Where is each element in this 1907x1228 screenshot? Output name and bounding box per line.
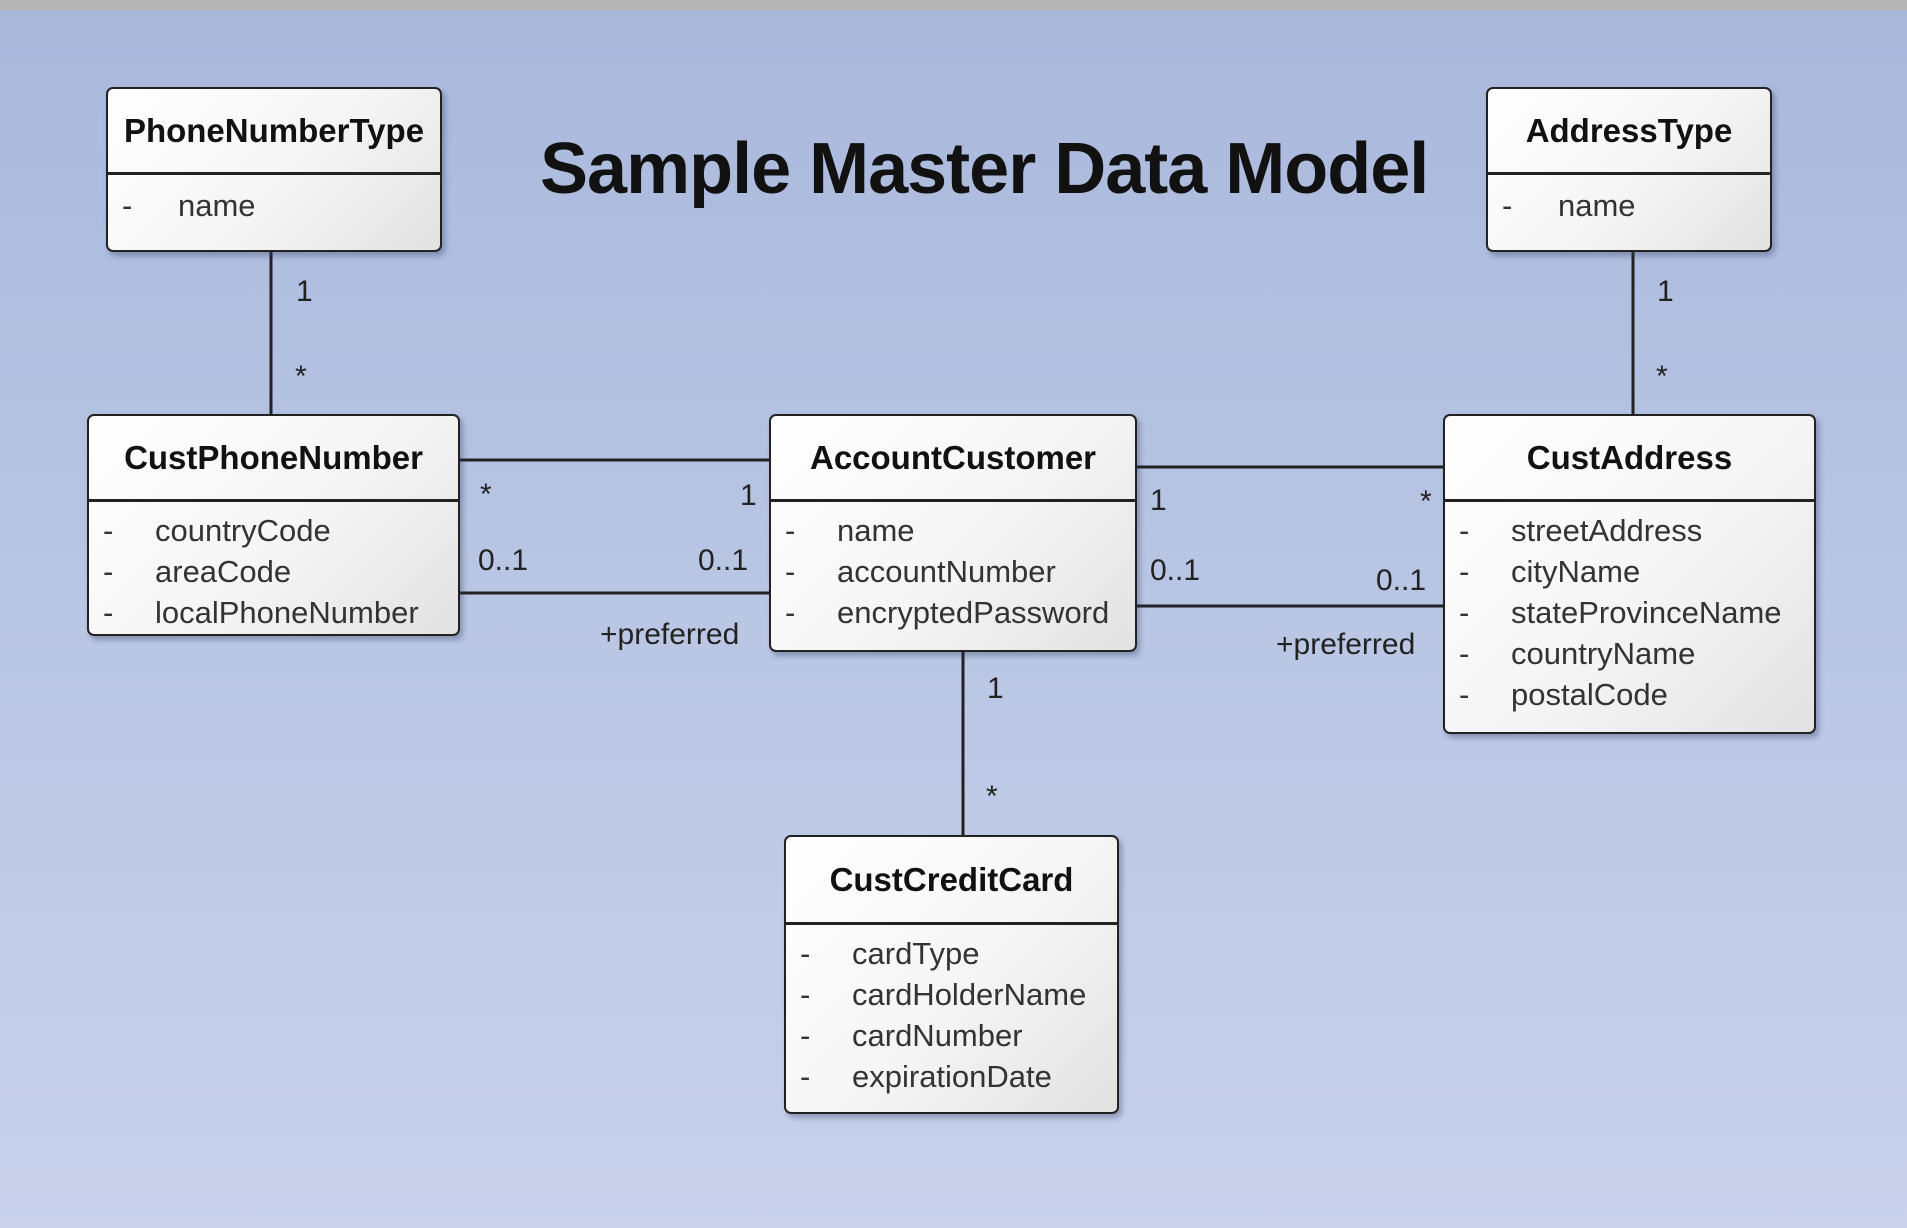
visibility-marker: - [800,977,811,1012]
attribute-row: - countryName [1445,633,1814,674]
visibility-marker: - [785,513,796,548]
attribute-name: stateProvinceName [1511,595,1782,630]
multiplicity-label: * [986,780,998,813]
window-top-strip [0,0,1907,10]
class-name: AccountCustomer [771,416,1135,502]
attribute-name: name [837,513,915,548]
multiplicity-label: 1 [740,479,757,512]
visibility-marker: - [1459,677,1470,712]
attribute-name: areaCode [155,554,292,589]
attribute-name: accountNumber [837,554,1056,589]
class-name: AddressType [1488,89,1770,175]
attribute-row: - cardNumber [786,1015,1117,1056]
visibility-marker: - [103,513,114,548]
multiplicity-label: 1 [1657,275,1674,308]
visibility-marker: - [1459,636,1470,671]
class-attributes: - streetAddress - cityName - stateProvin… [1445,502,1814,715]
class-attributes: - countryCode - areaCode - localPhoneNum… [89,502,458,633]
visibility-marker: - [785,554,796,589]
attribute-row: - postalCode [1445,674,1814,715]
attribute-name: cardType [852,936,980,971]
class-attributes: - name - accountNumber - encryptedPasswo… [771,502,1135,633]
visibility-marker: - [1459,554,1470,589]
multiplicity-label: 0..1 [1150,554,1201,587]
multiplicity-label: * [480,478,492,511]
class-cust-address[interactable]: CustAddress - streetAddress - cityName -… [1443,414,1816,734]
visibility-marker: - [103,595,114,630]
attribute-row: - countryCode [89,510,458,551]
visibility-marker: - [1459,513,1470,548]
visibility-marker: - [785,595,796,630]
attribute-row: - expirationDate [786,1056,1117,1097]
class-attributes: - name [108,175,440,226]
attribute-name: countryCode [155,513,331,548]
attribute-row: - localPhoneNumber [89,592,458,633]
class-address-type[interactable]: AddressType - name [1486,87,1772,252]
attribute-row: - cityName [1445,551,1814,592]
visibility-marker: - [103,554,114,589]
visibility-marker: - [800,1018,811,1053]
attribute-name: expirationDate [852,1059,1052,1094]
class-name: CustAddress [1445,416,1814,502]
multiplicity-label: 0..1 [478,544,529,577]
attribute-name: postalCode [1511,677,1668,712]
attribute-name: localPhoneNumber [155,595,419,630]
class-account-customer[interactable]: AccountCustomer - name - accountNumber -… [769,414,1137,652]
multiplicity-label: 1 [1150,484,1167,517]
attribute-name: cardHolderName [852,977,1087,1012]
visibility-marker: - [800,936,811,971]
attribute-name: name [1558,188,1636,223]
class-cust-phone-number[interactable]: CustPhoneNumber - countryCode - areaCode… [87,414,460,636]
multiplicity-label: * [1420,485,1432,518]
attribute-name: name [178,188,256,223]
multiplicity-label: 0..1 [1376,564,1427,597]
class-name: CustPhoneNumber [89,416,458,502]
attribute-name: countryName [1511,636,1696,671]
class-name: CustCreditCard [786,837,1117,925]
class-attributes: - cardType - cardHolderName - cardNumber… [786,925,1117,1097]
class-phone-number-type[interactable]: PhoneNumberType - name [106,87,442,252]
attribute-row: - name [771,510,1135,551]
attribute-row: - stateProvinceName [1445,592,1814,633]
attribute-row: - cardType [786,933,1117,974]
attribute-name: cityName [1511,554,1641,589]
diagram-title: Sample Master Data Model [540,129,1429,209]
class-name: PhoneNumberType [108,89,440,175]
visibility-marker: - [800,1059,811,1094]
attribute-row: - encryptedPassword [771,592,1135,633]
visibility-marker: - [1459,595,1470,630]
role-label: +preferred [600,618,740,651]
multiplicity-label: 0..1 [698,544,749,577]
multiplicity-label: 1 [987,672,1004,705]
multiplicity-label: 1 [296,275,313,308]
attribute-row: - streetAddress [1445,510,1814,551]
attribute-row: - accountNumber [771,551,1135,592]
class-cust-credit-card[interactable]: CustCreditCard - cardType - cardHolderNa… [784,835,1119,1114]
attribute-name: encryptedPassword [837,595,1110,630]
attribute-row: - areaCode [89,551,458,592]
attribute-row: - name [108,185,440,226]
visibility-marker: - [1502,188,1513,223]
attribute-row: - name [1488,185,1770,226]
attribute-row: - cardHolderName [786,974,1117,1015]
multiplicity-label: * [295,360,307,393]
attribute-name: streetAddress [1511,513,1703,548]
attribute-name: cardNumber [852,1018,1023,1053]
role-label: +preferred [1276,628,1416,661]
class-attributes: - name [1488,175,1770,226]
visibility-marker: - [122,188,133,223]
multiplicity-label: * [1656,360,1668,393]
